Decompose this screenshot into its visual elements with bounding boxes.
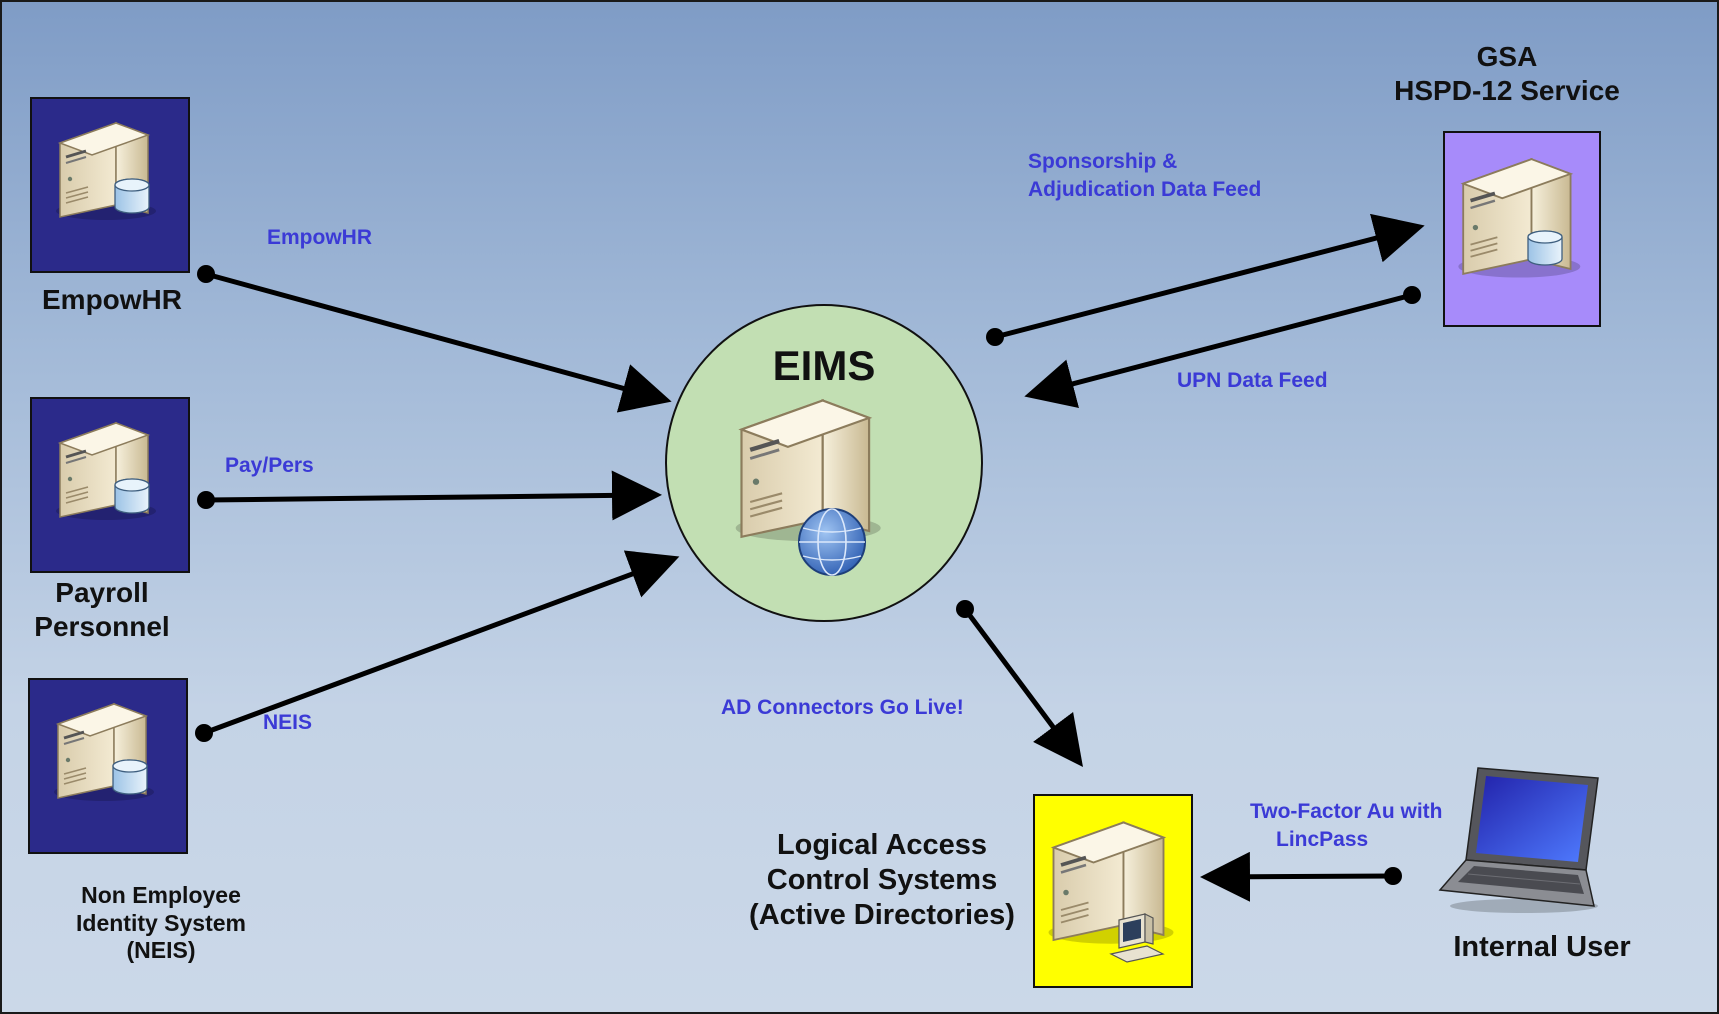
flow-label-twofactor: Two-Factor Au with LincPass — [1250, 798, 1442, 855]
neis-label-line1: Non Employee — [81, 882, 241, 908]
payroll-label-line1: Payroll — [55, 577, 149, 608]
database-server-icon — [1456, 157, 1583, 280]
database-server-icon — [52, 702, 156, 803]
payroll-label-line2: Personnel — [34, 610, 170, 642]
twofactor-connector — [1200, 851, 1394, 902]
empowhr-connector — [205, 271, 672, 413]
sponsorship-connector-dot — [986, 328, 1004, 346]
lacs-label-line2: Control Systems — [766, 863, 998, 896]
flow-label-upn: UPN Data Feed — [1177, 369, 1328, 392]
payroll-node — [30, 397, 190, 573]
flow-label-sponsorship: Sponsorship & Adjudication Data Feed — [1028, 148, 1261, 205]
empowhr-label: EmpowHR — [42, 284, 182, 315]
payroll-label: Payroll Personnel — [12, 576, 192, 643]
workstation-server-icon — [1046, 820, 1176, 963]
paypers-connector-dot — [197, 491, 215, 509]
lacs-label: Logical Access Control Systems (Active D… — [727, 828, 1037, 932]
ad-connector — [962, 607, 1083, 768]
database-server-icon — [54, 121, 158, 222]
internal-user-label: Internal User — [1453, 931, 1631, 963]
gsa-node — [1443, 131, 1601, 327]
flow-label-paypers: Pay/Pers — [225, 454, 314, 477]
lacs-node — [1033, 794, 1193, 988]
flow-label-twofactor-line2: LincPass — [1276, 828, 1369, 852]
lacs-label-line3: (Active Directories) — [749, 898, 1015, 931]
gsa-label-line1: GSA — [1476, 41, 1538, 72]
neis-connector-dot — [195, 724, 213, 742]
neis-connector — [203, 550, 680, 736]
sponsorship-connector — [994, 213, 1425, 340]
twofactor-connector-dot — [1384, 867, 1402, 885]
flow-label-sponsorship-line2: Adjudication Data Feed — [1028, 178, 1262, 202]
upn-connector-dot — [1403, 286, 1421, 304]
laptop-icon — [1438, 767, 1599, 913]
gsa-label-line2: HSPD-12 Service — [1394, 74, 1620, 106]
flow-label-sponsorship-line1: Sponsorship & — [1028, 150, 1178, 173]
flow-label-neis: NEIS — [263, 711, 313, 734]
gsa-label: GSA HSPD-12 Service — [1342, 40, 1672, 107]
lacs-label-line1: Logical Access — [776, 829, 988, 861]
empowhr-node — [30, 97, 190, 273]
flow-label-ad-connectors: AD Connectors Go Live! — [721, 696, 964, 719]
neis-label-line3: (NEIS) — [126, 937, 196, 964]
web-server-icon — [667, 306, 981, 576]
paypers-connector — [205, 470, 662, 521]
neis-label-line2: Identity System — [76, 909, 246, 936]
neis-label: Non Employee Identity System (NEIS) — [50, 882, 272, 965]
neis-node — [28, 678, 188, 854]
flow-label-empowhr: EmpowHR — [267, 226, 372, 249]
eims-label: EIMS — [772, 342, 876, 389]
database-server-icon — [54, 421, 158, 522]
empowhr-connector-dot — [197, 265, 215, 283]
flow-label-twofactor-line1: Two-Factor Au with — [1250, 800, 1443, 823]
eims-node: EIMS — [665, 304, 983, 622]
